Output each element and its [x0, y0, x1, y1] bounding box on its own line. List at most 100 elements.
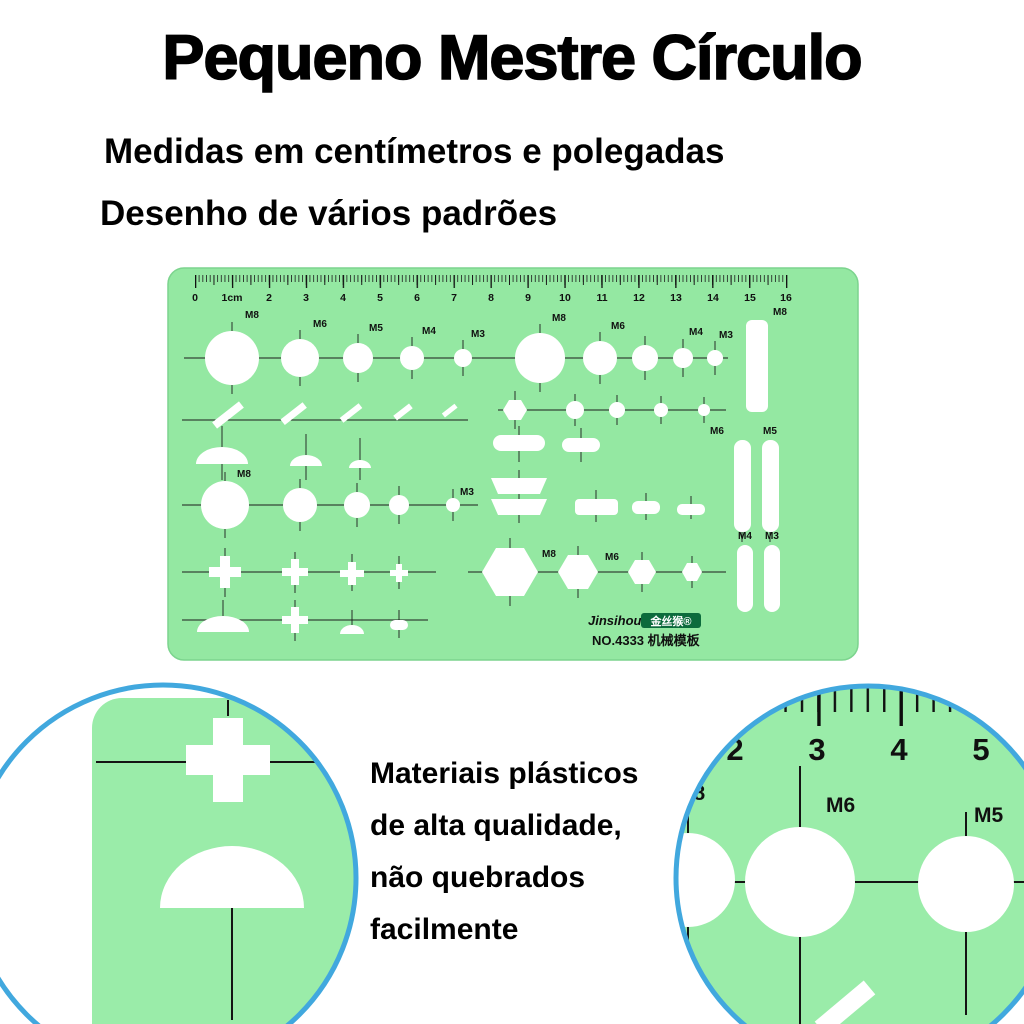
- row-arcs-slots: M6 M5: [196, 426, 779, 542]
- callout-left-ring: [0, 682, 359, 1024]
- size-label: M8: [552, 313, 566, 324]
- circle-cutout-m3: [454, 349, 472, 367]
- slot-cutout: [762, 440, 779, 532]
- slot-cutout: [734, 440, 751, 532]
- row-top-circles: M8 M6 M5 M4 M3 M8 M6 M4 M3 M8: [184, 307, 787, 412]
- slot-cutout: [737, 545, 753, 612]
- product-title: Pequeno Mestre Círculo: [162, 22, 864, 94]
- stadium-cutout: [677, 504, 705, 515]
- stadium-cutout: [493, 435, 545, 451]
- circle-cutout-m4: [673, 348, 693, 368]
- size-label-zoomed: M6: [826, 794, 855, 817]
- hexagon-cutout-m6: [558, 555, 598, 589]
- row-crosses-hexagons: M8 M6 M4 M3: [182, 531, 780, 612]
- size-label: M8: [237, 469, 251, 480]
- slash-cutout: [339, 403, 363, 423]
- ruler-number: 16: [780, 292, 792, 304]
- ruler-number: 4: [340, 292, 346, 304]
- circle-cutout: [698, 404, 710, 416]
- ruler-number: 12: [633, 292, 645, 304]
- size-label: M4: [738, 531, 752, 542]
- circle-cutout-zoomed-m6: [745, 827, 855, 937]
- circle-cutout-m8: [201, 481, 249, 529]
- cross-cutout: [282, 607, 308, 633]
- zoom-ruler-number: 5: [972, 732, 989, 767]
- circle-cutout-m6: [281, 339, 319, 377]
- slot-cutout: [764, 545, 780, 612]
- stadium-cutout: [632, 501, 660, 514]
- ruler-number: 15: [744, 292, 756, 304]
- circle-cutout-m4: [400, 346, 424, 370]
- rect-cutout: [575, 499, 618, 515]
- size-label: M3: [719, 330, 733, 341]
- circle-cutout-m5: [632, 345, 658, 371]
- size-label: M8: [542, 549, 556, 560]
- circle-cutout-m5: [343, 343, 373, 373]
- zoom-ruler-number: 3: [808, 732, 825, 767]
- circle-cutout-m8: [205, 331, 259, 385]
- size-label: M3: [471, 329, 485, 340]
- cross-cutout: [209, 556, 241, 588]
- subtitle-patterns: Desenho de vários padrões: [100, 194, 558, 233]
- ruler-cm-ticks: [194, 275, 789, 288]
- ruler-number: 2: [266, 292, 272, 304]
- arc-cutout: [290, 455, 322, 466]
- circle-cutout: [654, 403, 668, 417]
- size-label: M6: [313, 319, 327, 330]
- stencil-template: 0 1cm 2 3 4 5 6 7 8 9 10 11 12 13 14 15 …: [167, 267, 859, 661]
- size-label: M6: [605, 552, 619, 563]
- size-label: M4: [689, 327, 703, 338]
- circle-cutout-zoomed-m5: [918, 836, 1014, 932]
- zoom-callout-right: 2 3 4 5 M8 M6 M5: [676, 686, 1024, 1024]
- brand-badge: [641, 613, 701, 628]
- description-line: de alta qualidade,: [370, 809, 622, 842]
- zoom-ruler-number: 4: [890, 732, 908, 767]
- ruler-number: 3: [303, 292, 309, 304]
- hexagon-cutout: [682, 563, 702, 581]
- trapezoid-cutout: [491, 499, 547, 515]
- description-line: não quebrados: [370, 861, 586, 894]
- material-description: Materiais plásticos de alta qualidade, n…: [370, 748, 638, 956]
- circle-cutout-m8: [515, 333, 565, 383]
- hexagon-cutout-m8: [482, 548, 538, 596]
- slash-cutout: [393, 403, 413, 421]
- size-label: M6: [611, 321, 625, 332]
- size-label: M8: [773, 307, 787, 318]
- ruler-number: 14: [707, 292, 719, 304]
- ruler-number: 10: [559, 292, 571, 304]
- ruler-number: 5: [377, 292, 383, 304]
- size-label: M3: [765, 531, 779, 542]
- callout-right-ring: [673, 683, 1024, 1024]
- cross-cutout: [390, 564, 408, 582]
- size-label: M8: [245, 310, 259, 321]
- size-label: M5: [763, 426, 777, 437]
- zoom-callout-left: [0, 685, 356, 1024]
- arc-cutout: [340, 625, 364, 634]
- ruler-number: 6: [414, 292, 420, 304]
- circle-cutout-m3: [446, 498, 460, 512]
- arc-cutout: [197, 616, 249, 632]
- stadium-cutout: [390, 620, 408, 630]
- size-label: M5: [369, 323, 383, 334]
- size-label: M4: [422, 326, 436, 337]
- ruler-number: 9: [525, 292, 531, 304]
- ruler-number: 8: [488, 292, 494, 304]
- stencil-ruler: 0 1cm 2 3 4 5 6 7 8 9 10 11 12 13 14 15 …: [192, 275, 792, 304]
- circle-cutout: [609, 402, 625, 418]
- hexagon-cutout: [628, 560, 656, 584]
- ruler-number: 13: [670, 292, 682, 304]
- size-label-zoomed: M5: [974, 804, 1003, 827]
- circle-cutout: [566, 401, 584, 419]
- hexagon-cutout: [503, 400, 527, 420]
- cross-cutout: [282, 559, 308, 585]
- description-line: Materiais plásticos: [370, 757, 639, 790]
- slash-cutout: [280, 402, 307, 425]
- arc-cutout-zoomed: [160, 846, 304, 908]
- cross-cutout-zoomed: [186, 718, 270, 802]
- subtitle-measurements: Medidas em centímetros e polegadas: [104, 132, 725, 171]
- cross-cutout: [340, 562, 364, 585]
- circle-cutout-m5: [344, 492, 370, 518]
- brand-name: Jinsihou: [588, 613, 642, 628]
